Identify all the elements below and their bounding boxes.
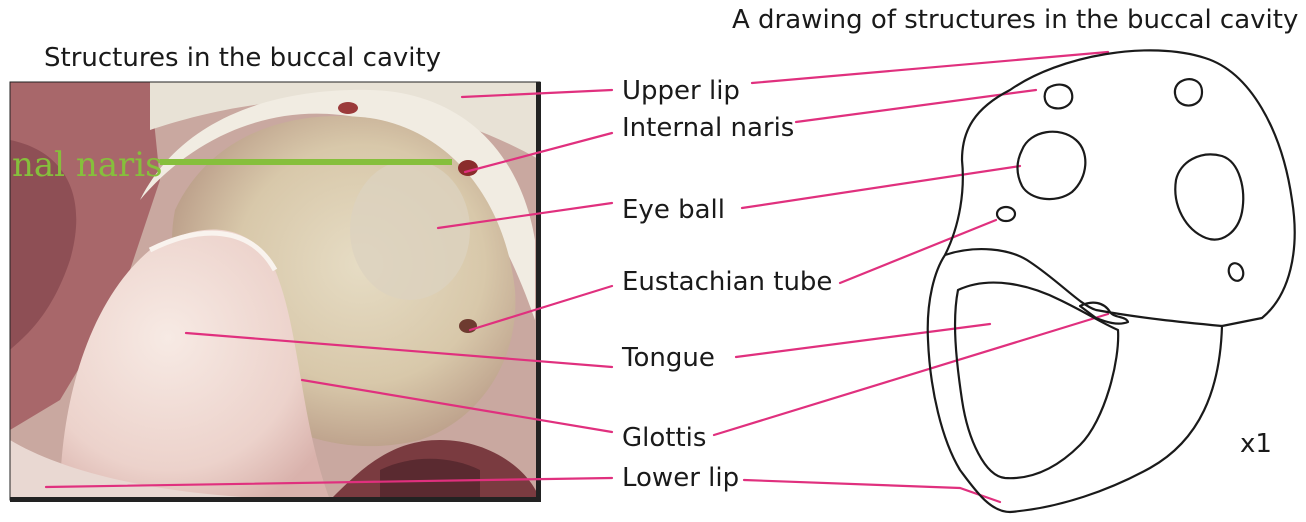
leader-drawing-eye-ball xyxy=(742,166,1020,208)
photo-title: Structures in the buccal cavity xyxy=(44,43,441,73)
leader-drawing-glottis xyxy=(714,314,1108,435)
drawing-eustachian-tube-right xyxy=(1226,261,1245,283)
magnification-label: x1 xyxy=(1240,429,1272,459)
label-tongue: Tongue xyxy=(621,343,715,373)
drawing-lower-jaw-line xyxy=(945,249,1222,326)
drawing-internal-naris-left xyxy=(1045,85,1073,109)
photo-right-border xyxy=(536,82,541,502)
label-eye-ball: Eye ball xyxy=(622,195,725,225)
label-internal-naris: Internal naris xyxy=(622,113,794,143)
leader-drawing-lower-lip xyxy=(744,480,1000,502)
drawing-eustachian-tube-left xyxy=(997,207,1015,221)
leader-drawing-tongue xyxy=(736,324,990,357)
drawing-eye-ball-left xyxy=(1018,132,1086,199)
photo-bottom-border xyxy=(10,497,541,502)
leader-drawing-eustachian-tube xyxy=(840,220,996,283)
drawing-title: A drawing of structures in the buccal ca… xyxy=(732,5,1298,35)
drawing-internal-naris-right xyxy=(1175,79,1202,105)
drawing-eye-ball-right xyxy=(1175,154,1243,239)
label-upper-lip: Upper lip xyxy=(622,76,740,106)
photo-overlay-text: nal naris xyxy=(12,145,163,185)
drawing-tongue-outline xyxy=(955,283,1118,479)
label-glottis: Glottis xyxy=(622,423,706,453)
label-eustachian-tube: Eustachian tube xyxy=(622,267,832,297)
label-lower-lip: Lower lip xyxy=(622,463,739,493)
